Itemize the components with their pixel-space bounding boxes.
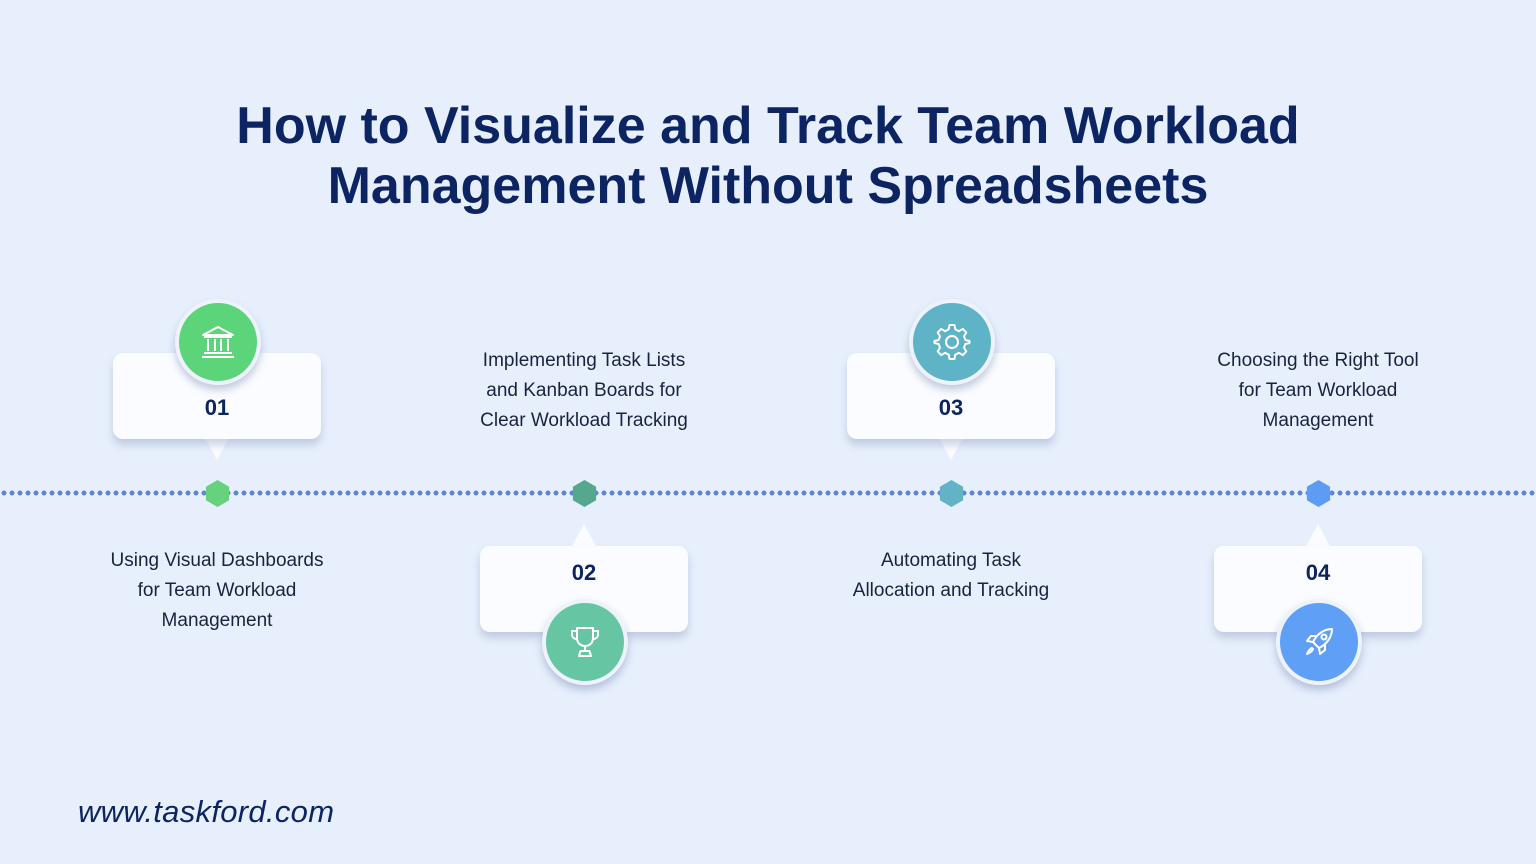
step-description-03-line-2: Allocation and Tracking	[852, 580, 1050, 601]
timeline-dotted-line	[0, 490, 1536, 496]
step-description-03: Automating Task Allocation and Tracking	[801, 546, 1101, 606]
card-pointer-04	[1305, 524, 1331, 548]
step-description-02-line-2: and Kanban Boards for	[486, 380, 682, 401]
title-line-1: How to Visualize and Track Team Workload	[236, 97, 1300, 155]
step-description-04-line-3: Management	[1262, 410, 1374, 431]
timeline-marker-04	[1306, 480, 1331, 507]
step-card-04: 04	[1214, 546, 1422, 632]
timeline-marker-01	[205, 480, 230, 507]
step-description-04-line-2: for Team Workload	[1238, 380, 1398, 401]
step-number-03: 03	[938, 395, 964, 420]
step-description-02: Implementing Task Lists and Kanban Board…	[434, 346, 734, 436]
bank-icon	[202, 326, 234, 358]
step-number-01: 01	[204, 395, 230, 420]
card-pointer-03	[938, 436, 964, 460]
step-number-04: 04	[1305, 560, 1331, 585]
timeline-marker-03	[939, 480, 964, 507]
step-icon-circle-03	[909, 299, 995, 385]
step-description-01-line-1: Using Visual Dashboards	[110, 550, 324, 571]
page-title: How to Visualize and Track Team Workload…	[0, 96, 1536, 216]
footer-website-url: www.taskford.com	[78, 794, 335, 829]
trophy-icon	[571, 627, 599, 657]
step-icon-circle-01	[175, 299, 261, 385]
gear-icon	[933, 324, 971, 360]
rocket-icon	[1306, 628, 1333, 655]
step-description-04: Choosing the Right Tool for Team Workloa…	[1168, 346, 1468, 436]
card-pointer-02	[571, 524, 597, 548]
step-description-01-line-3: Management	[161, 610, 273, 631]
step-description-02-line-1: Implementing Task Lists	[482, 350, 686, 371]
step-description-01: Using Visual Dashboards for Team Workloa…	[67, 546, 367, 636]
timeline-marker-02	[572, 480, 597, 507]
step-description-04-line-1: Choosing the Right Tool	[1217, 350, 1419, 371]
title-line-2: Management Without Spreadsheets	[327, 157, 1209, 215]
step-description-03-line-1: Automating Task	[880, 550, 1022, 571]
step-number-02: 02	[571, 560, 597, 585]
step-description-01-line-2: for Team Workload	[137, 580, 297, 601]
step-description-02-line-3: Clear Workload Tracking	[480, 410, 688, 431]
step-icon-circle-02	[542, 599, 628, 685]
step-icon-circle-04	[1276, 599, 1362, 685]
card-pointer-01	[204, 436, 230, 460]
